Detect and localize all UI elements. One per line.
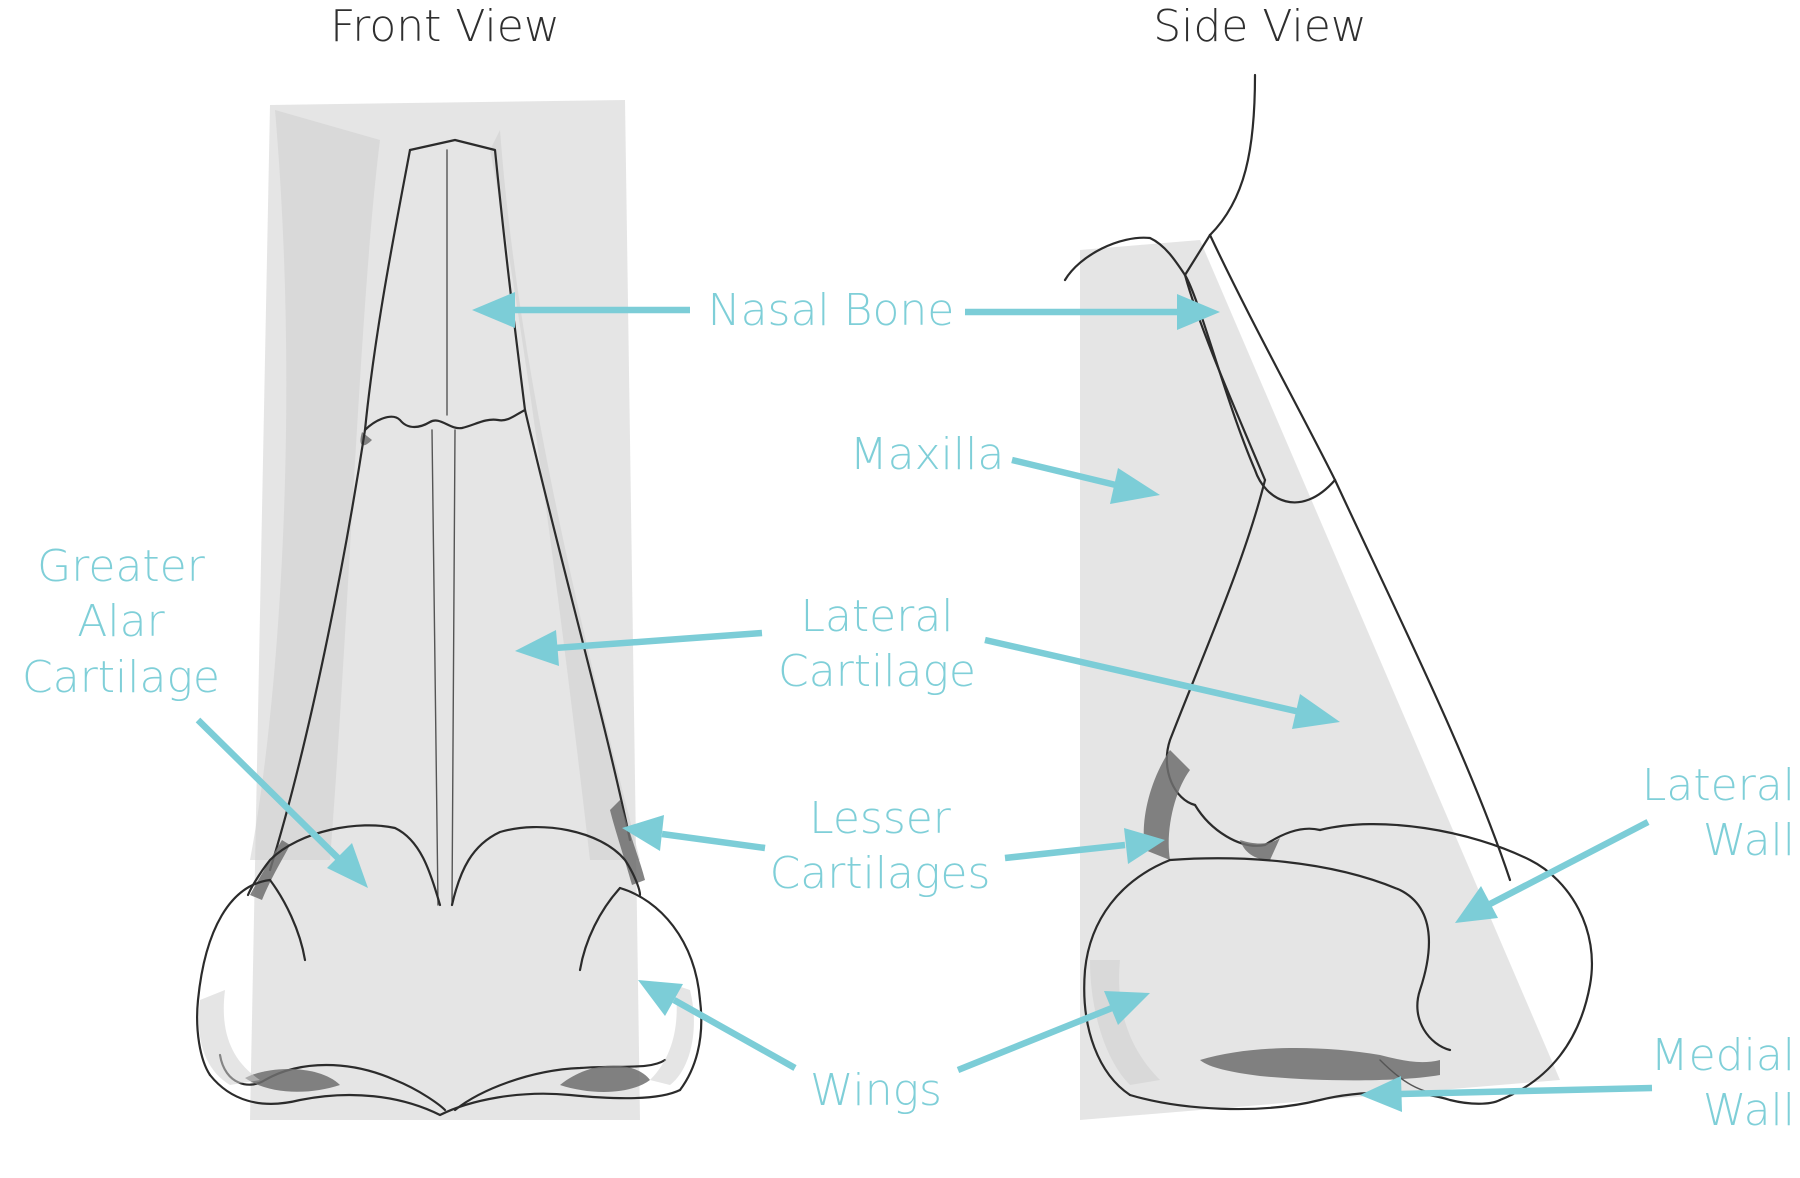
- front-nasal-bone-outline: [408, 138, 527, 412]
- label-lesser-cartilages-line-1: Lesser: [809, 793, 952, 844]
- arrowhead-lesser-cartilages-side: [1124, 828, 1165, 864]
- label-medial-wall-line-2: Wall: [1703, 1085, 1795, 1136]
- label-lateral-wall: Lateral Wall: [1642, 760, 1795, 866]
- arrowhead-greater-alar-cartilage: [327, 843, 368, 888]
- front-view-title: Front View: [330, 1, 560, 52]
- label-lateral-cartilage-line-1: Lateral: [800, 591, 953, 642]
- label-lesser-cartilages-line-2: Cartilages: [770, 848, 991, 899]
- label-greater-alar-line-1: Greater: [37, 541, 206, 592]
- side-view-title: Side View: [1153, 1, 1367, 52]
- side-view-drawing: [1063, 73, 1593, 1120]
- arrows: [195, 292, 1653, 1112]
- arrowhead-lateral-cartilage-side: [1292, 694, 1340, 729]
- arrow-lateral-wall: [1488, 819, 1650, 907]
- label-greater-alar-cartilage: Greater Alar Cartilage: [22, 541, 220, 703]
- arrow-greater-alar-cartilage: [195, 717, 343, 863]
- arrowhead-maxilla: [1110, 468, 1160, 504]
- arrowhead-lesser-cartilages-front: [622, 815, 664, 851]
- label-lateral-wall-line-2: Wall: [1703, 815, 1795, 866]
- label-lateral-wall-line-1: Lateral: [1642, 760, 1795, 811]
- arrowhead-nasal-bone-front: [472, 292, 515, 328]
- arrow-lesser-cartilages-side: [1004, 841, 1126, 862]
- arrow-maxilla: [1011, 456, 1121, 490]
- arrowhead-nasal-bone-side: [1177, 294, 1220, 330]
- label-nasal-bone: Nasal Bone: [708, 285, 955, 336]
- label-wings: Wings: [810, 1065, 942, 1116]
- arrow-lateral-cartilage-side: [984, 636, 1301, 716]
- label-medial-wall-line-1: Medial: [1651, 1030, 1795, 1081]
- label-greater-alar-line-2: Alar: [77, 596, 165, 647]
- arrow-lateral-cartilage-front: [554, 629, 763, 652]
- label-medial-wall: Medial Wall: [1651, 1030, 1795, 1136]
- label-greater-alar-line-3: Cartilage: [22, 652, 220, 703]
- arrowhead-lateral-cartilage-front: [515, 630, 559, 666]
- label-lesser-cartilages: Lesser Cartilages: [770, 793, 991, 899]
- arrowhead-medial-wall: [1360, 1076, 1402, 1112]
- label-lateral-cartilage: Lateral Cartilage: [778, 591, 976, 697]
- arrowhead-wings-front: [638, 980, 683, 1016]
- label-maxilla: Maxilla: [850, 429, 1005, 480]
- arrowhead-wings-side: [1104, 991, 1150, 1025]
- arrow-wings-front: [672, 997, 797, 1071]
- front-view-drawing: [196, 100, 703, 1120]
- label-lateral-cartilage-line-2: Cartilage: [778, 646, 976, 697]
- arrow-wings-side: [956, 1004, 1114, 1074]
- arrowhead-lateral-wall: [1455, 886, 1498, 923]
- arrow-lesser-cartilages-front: [661, 830, 766, 852]
- arrow-medial-wall: [1399, 1084, 1653, 1098]
